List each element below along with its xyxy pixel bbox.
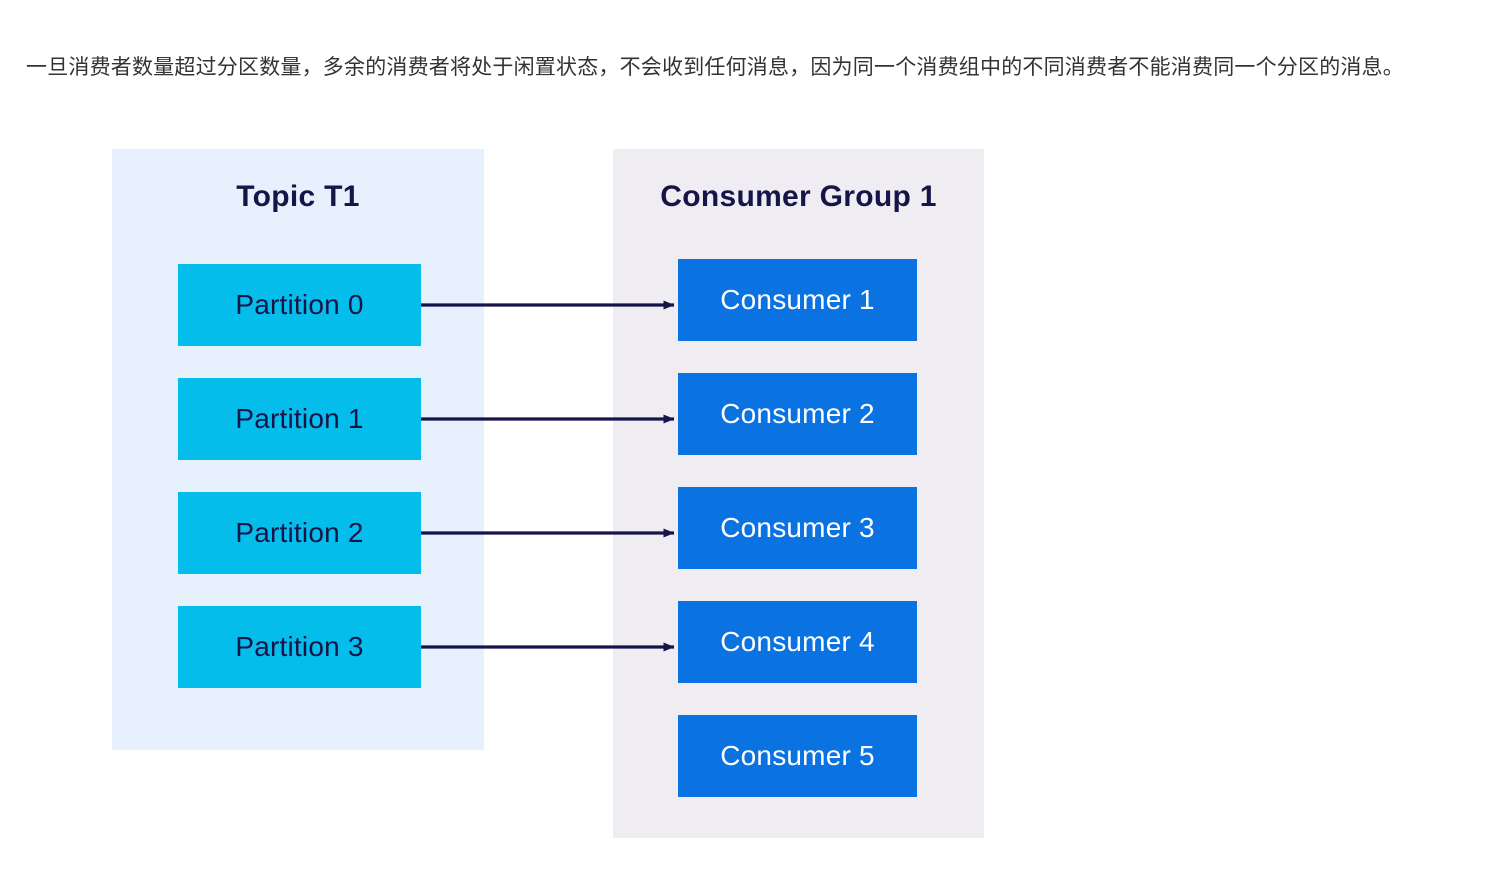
consumer-box-5[interactable]: Consumer 5: [678, 715, 917, 797]
partition-box-3[interactable]: Partition 3: [178, 606, 421, 688]
partition-label-1: Partition 1: [235, 403, 364, 434]
consumer-group-panel-title: Consumer Group 1: [660, 180, 937, 213]
partition-label-3: Partition 3: [235, 631, 364, 662]
consumer-label-1: Consumer 1: [720, 284, 875, 315]
consumer-label-5: Consumer 5: [720, 740, 875, 771]
consumer-group-panel: Consumer Group 1 Consumer 1 Consumer 2 C…: [613, 149, 984, 838]
partition-box-1[interactable]: Partition 1: [178, 378, 421, 460]
consumer-box-3[interactable]: Consumer 3: [678, 487, 917, 569]
consumer-box-2[interactable]: Consumer 2: [678, 373, 917, 455]
consumer-label-2: Consumer 2: [720, 398, 875, 429]
topic-panel-title: Topic T1: [236, 180, 360, 213]
partition-box-2[interactable]: Partition 2: [178, 492, 421, 574]
consumer-label-3: Consumer 3: [720, 512, 875, 543]
consumer-box-4[interactable]: Consumer 4: [678, 601, 917, 683]
partition-label-0: Partition 0: [235, 289, 364, 320]
page-paragraph: 一旦消费者数量超过分区数量，多余的消费者将处于闲置状态，不会收到任何消息，因为同…: [26, 56, 1404, 79]
consumer-box-1[interactable]: Consumer 1: [678, 259, 917, 341]
consumer-label-4: Consumer 4: [720, 626, 875, 657]
partition-box-0[interactable]: Partition 0: [178, 264, 421, 346]
partition-label-2: Partition 2: [235, 517, 364, 548]
topic-panel: Topic T1 Partition 0 Partition 1 Partiti…: [112, 149, 484, 750]
